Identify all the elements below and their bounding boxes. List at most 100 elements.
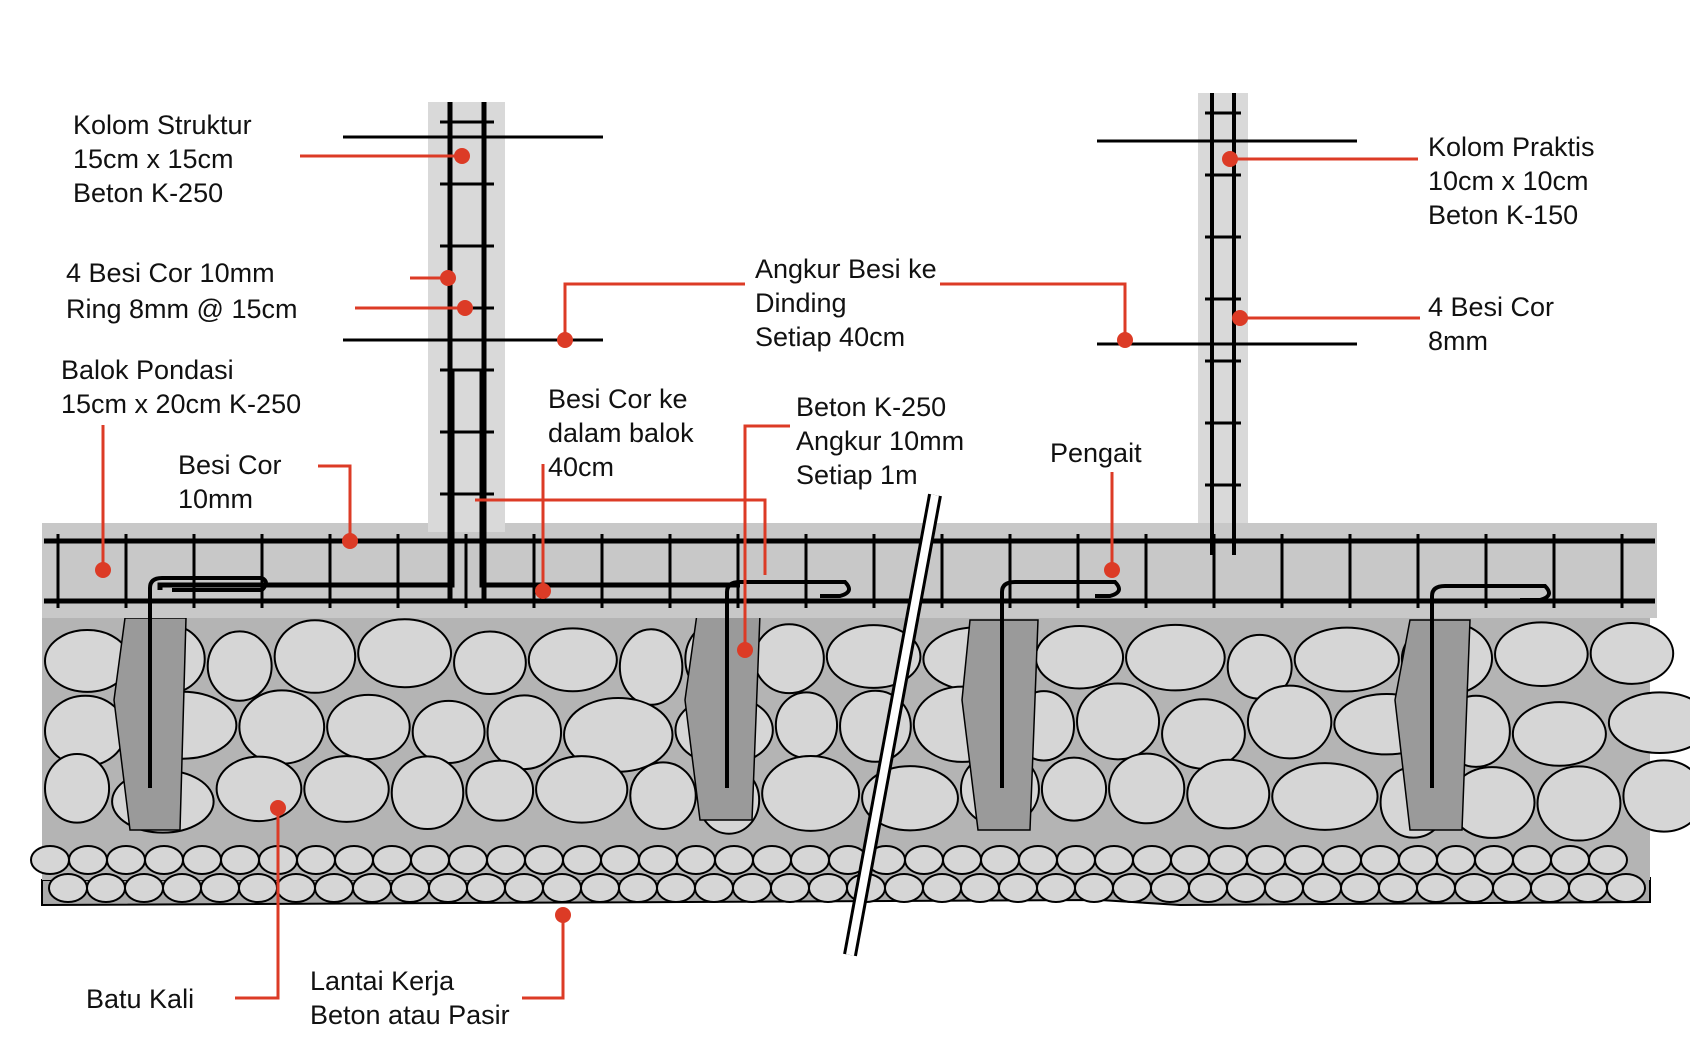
gravel-pebble <box>1094 845 1134 875</box>
gravel-pebble <box>1188 873 1228 903</box>
gravel-pebble <box>1454 873 1494 903</box>
gravel-pebble <box>124 873 164 903</box>
river-stone <box>326 693 411 761</box>
gravel-pebble <box>314 873 354 903</box>
gravel-pebble <box>562 845 602 875</box>
gravel-pebble <box>106 845 146 875</box>
river-stone <box>215 755 303 823</box>
river-stone <box>1607 691 1690 754</box>
gravel-pebble <box>694 873 734 903</box>
column-bar-into-beam-right <box>479 370 740 588</box>
label-pengait: Pengait <box>1050 438 1142 468</box>
gravel-pebble <box>542 873 582 903</box>
river-stone <box>1536 765 1622 842</box>
gravel-pebble <box>1360 845 1400 875</box>
river-stone <box>1271 762 1379 831</box>
gravel-pebble <box>1550 845 1590 875</box>
gravel-pebble <box>1056 845 1096 875</box>
gravel-pebble <box>200 873 240 903</box>
river-stone <box>238 689 326 765</box>
gravel-pebble <box>1474 845 1514 875</box>
gravel-pebble <box>1530 873 1570 903</box>
river-stone <box>1293 626 1400 693</box>
gravel-pebble <box>884 873 924 903</box>
label-kolom-struktur: Kolom Struktur 15cm x 15cm Beton K-250 <box>73 110 252 208</box>
gravel-pebble <box>714 845 754 875</box>
practical-column <box>1198 93 1248 523</box>
label-kolom-praktis: Kolom Praktis 10cm x 10cm Beton K-150 <box>1428 132 1595 230</box>
gravel-pebble <box>1492 873 1532 903</box>
practical-column-rings <box>1205 111 1241 487</box>
gravel-pebble <box>334 845 374 875</box>
anchor-bar-1 <box>148 576 268 788</box>
river-stone <box>618 628 684 706</box>
label-angkur-beton: Beton K-250 Angkur 10mm Setiap 1m <box>796 392 965 490</box>
river-stone <box>1494 621 1589 687</box>
label-balok-pondasi: Balok Pondasi 15cm x 20cm K-250 <box>61 355 302 419</box>
gravel-pebble <box>372 845 412 875</box>
gravel-layer <box>30 845 1646 903</box>
gravel-pebble <box>1208 845 1248 875</box>
gravel-pebble <box>1170 845 1210 875</box>
gravel-pebble <box>1436 845 1476 875</box>
river-stone <box>273 619 357 694</box>
anchor-bar-4 <box>1430 584 1551 788</box>
leader-lines <box>101 154 1420 1000</box>
gravel-pebble <box>162 873 202 903</box>
river-stone <box>1125 623 1226 692</box>
gravel-pebble <box>1246 845 1286 875</box>
river-stone <box>1076 682 1161 761</box>
river-stone <box>357 618 453 689</box>
gravel-pebble <box>1588 845 1628 875</box>
gravel-pebble <box>808 873 848 903</box>
gravel-pebble <box>656 873 696 903</box>
label-angkur-dinding: Angkur Besi ke Dinding Setiap 40cm <box>755 254 937 352</box>
column-bar-into-beam <box>157 370 455 590</box>
gravel-pebble <box>770 873 810 903</box>
gravel-pebble <box>1150 873 1190 903</box>
river-stone <box>1034 625 1125 690</box>
river-stone <box>411 699 486 764</box>
label-ring: Ring 8mm @ 15cm <box>66 294 298 324</box>
gravel-pebble <box>998 873 1038 903</box>
river-stone <box>1622 759 1690 833</box>
gravel-pebble <box>296 845 336 875</box>
label-besi-cor-kolom: 4 Besi Cor 10mm <box>66 258 275 288</box>
gravel-pebble <box>618 873 658 903</box>
river-stone <box>390 755 465 831</box>
gravel-pebble <box>1284 845 1324 875</box>
label-besi-cor-praktis: 4 Besi Cor 8mm <box>1428 292 1555 356</box>
label-batu-kali: Batu Kali <box>86 984 195 1014</box>
river-stone <box>1108 752 1186 825</box>
river-stone <box>486 694 563 771</box>
gravel-pebble <box>752 845 792 875</box>
gravel-pebble <box>390 873 430 903</box>
river-stone <box>303 755 390 823</box>
gravel-pebble <box>1398 845 1438 875</box>
gravel-pebble <box>1322 845 1362 875</box>
gravel-pebble <box>1378 873 1418 903</box>
gravel-pebble <box>144 845 184 875</box>
river-stone <box>1246 684 1333 760</box>
gravel-pebble <box>1264 873 1304 903</box>
river-stone <box>1511 701 1607 767</box>
label-besi-cor-ke-balok: Besi Cor ke dalam balok 40cm <box>548 384 694 482</box>
gravel-pebble <box>1416 873 1456 903</box>
gravel-pebble <box>1226 873 1266 903</box>
river-stone <box>1186 758 1271 830</box>
gravel-pebble <box>524 845 564 875</box>
gravel-pebble <box>676 845 716 875</box>
gravel-pebble <box>1340 873 1380 903</box>
river-stone <box>753 623 825 695</box>
river-stone <box>774 691 839 760</box>
gravel-pebble <box>352 873 392 903</box>
gravel-pebble <box>922 873 962 903</box>
foundation-beam <box>42 523 1657 618</box>
gravel-pebble <box>30 845 70 875</box>
river-stone <box>527 627 618 693</box>
gravel-pebble <box>790 845 830 875</box>
river-stone <box>206 630 273 702</box>
river-stone <box>44 753 111 824</box>
gravel-pebble <box>1074 873 1114 903</box>
